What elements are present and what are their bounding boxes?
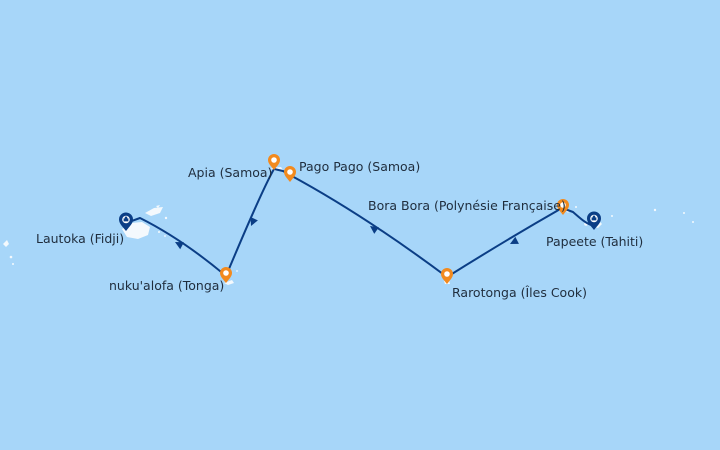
island-tonga-small: [236, 270, 238, 272]
port-label-nukualofa: nuku'alofa (Tonga): [109, 278, 224, 293]
port-label-pagopago: Pago Pago (Samoa): [299, 159, 420, 174]
island-vanuatu-1: [3, 240, 9, 247]
direction-arrow-3: [250, 217, 258, 226]
port-label-lautoka: Lautoka (Fidji): [36, 231, 124, 246]
island-fiji-small-4: [164, 235, 166, 237]
port-label-rarotonga: Rarotonga (Îles Cook): [452, 285, 587, 300]
port-label-borabora: Bora Bora (Polynésie Française): [368, 198, 566, 213]
island-fiji-small-1: [156, 205, 160, 208]
island-fiji-small-2: [164, 216, 168, 220]
route-direction-arrows: [175, 217, 519, 250]
island-vanuatu-3: [12, 263, 14, 265]
direction-arrow-4: [175, 242, 184, 250]
direction-arrow-2: [370, 226, 379, 234]
port-labels: Lautoka (Fidji) nuku'alofa (Tonga) Apia …: [36, 159, 643, 300]
port-label-apia: Apia (Samoa): [188, 165, 272, 180]
direction-arrow-1: [510, 236, 519, 244]
island-fiji-small-3: [158, 231, 160, 233]
island-tuamotu-1: [653, 208, 657, 212]
island-tuamotu-2: [683, 212, 685, 214]
island-society-small-1: [575, 206, 577, 208]
island-tongatapu: [224, 280, 234, 285]
island-vanuatu-2: [9, 255, 13, 259]
island-tuamotu-3: [692, 221, 694, 223]
island-vanua-levu: [145, 207, 163, 216]
port-label-papeete: Papeete (Tahiti): [546, 234, 643, 249]
island-society-small-2: [611, 215, 613, 217]
